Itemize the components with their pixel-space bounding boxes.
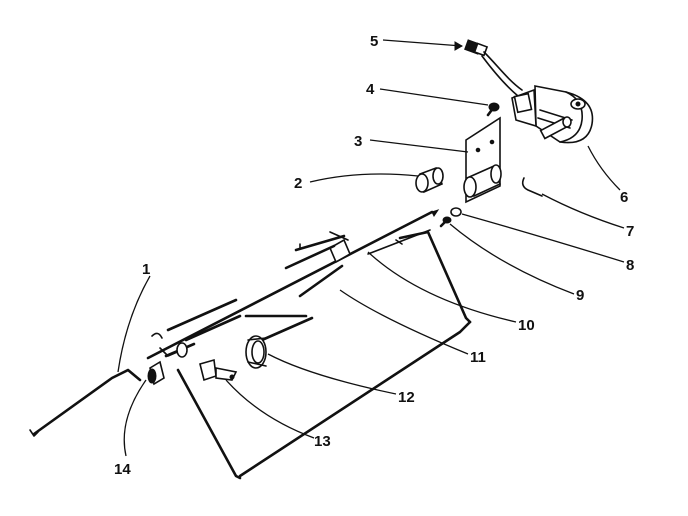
part-screw-9: [439, 216, 452, 228]
callout-5: 5: [370, 33, 378, 50]
part-hook-clip: [521, 177, 543, 197]
leader-lines: [117, 39, 625, 457]
callout-2: 2: [294, 175, 302, 192]
callout-10: 10: [518, 317, 535, 334]
callout-13: 13: [314, 433, 331, 450]
callout-8: 8: [626, 257, 634, 274]
callout-11: 11: [470, 349, 486, 366]
part-front-bearing: [147, 332, 196, 386]
callout-12: 12: [398, 389, 415, 406]
motor-wires: [481, 51, 523, 97]
callout-4: 4: [366, 81, 375, 98]
callout-14: 14: [114, 461, 131, 478]
part-rotisserie-motor: [511, 85, 594, 144]
part-front-support-frame: [29, 320, 472, 480]
part-mounting-bracket: [463, 116, 502, 204]
callout-labels: 1 2 3 4 5 6 7 8 9 10 11 12 13 14: [114, 33, 634, 478]
callout-1: 1: [142, 261, 150, 278]
part-clamp-handle: [199, 358, 238, 382]
part-rear-support-fork: [367, 229, 472, 324]
part-spit-fork: [166, 231, 352, 342]
callout-9: 9: [576, 287, 584, 304]
part-screw-4: [486, 102, 500, 117]
callout-7: 7: [626, 223, 634, 240]
part-washer: [450, 207, 462, 217]
spit-rod: [146, 209, 440, 360]
callout-3: 3: [354, 133, 362, 150]
part-cylinder-bushing: [415, 166, 444, 194]
part-gear-collar: [245, 335, 267, 369]
callout-6: 6: [620, 189, 628, 206]
part-connector-plug: [464, 39, 489, 57]
